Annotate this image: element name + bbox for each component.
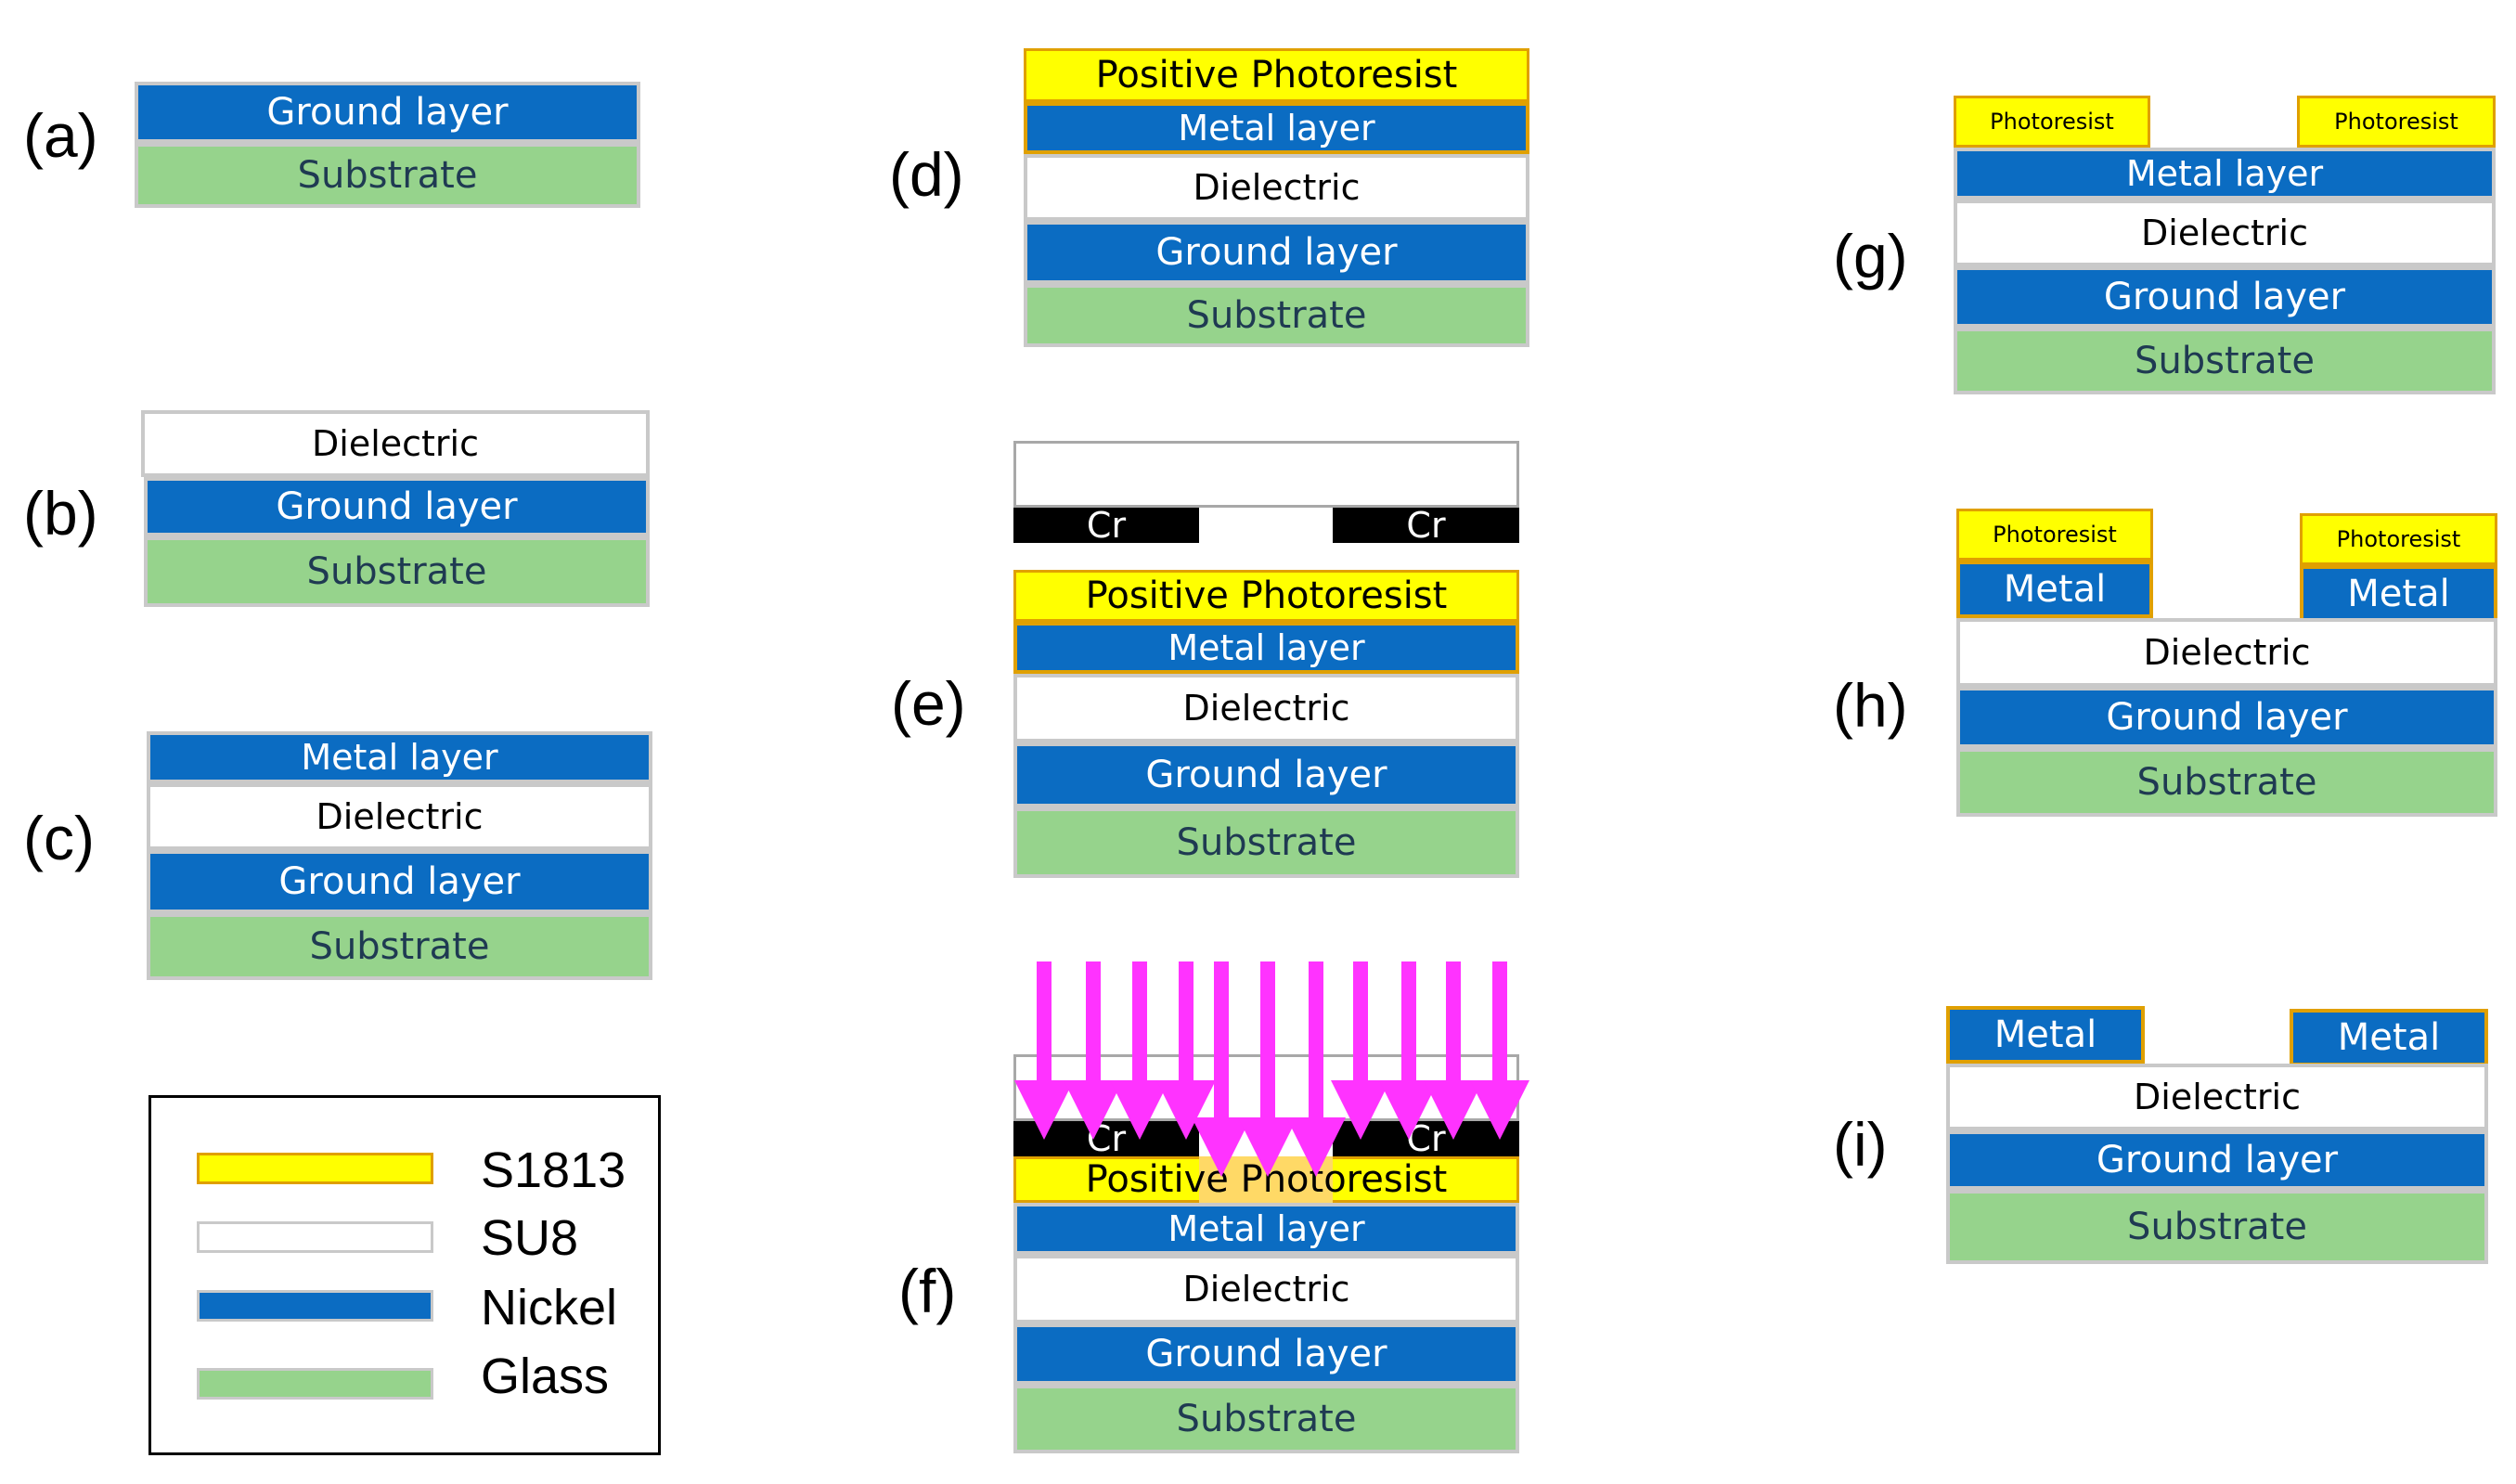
metal-layer-g: Metal layer <box>1954 148 2496 200</box>
metal-layer-d: Metal layer <box>1024 102 1529 154</box>
stage-label-f: (f) <box>898 1257 957 1325</box>
stage-label-i: (i) <box>1833 1110 1888 1179</box>
legend-swatch-glass <box>197 1368 433 1400</box>
ground-layer-f: Ground layer <box>1013 1323 1519 1385</box>
photoresist-pad-left-g: Photoresist <box>1954 96 2150 148</box>
ground-layer-c: Ground layer <box>147 850 652 913</box>
legend-label-su8: SU8 <box>481 1210 579 1266</box>
metal-pad-left-h: Metal <box>1956 561 2153 618</box>
metal-pad-right-h: Metal <box>2300 565 2497 623</box>
dielectric-d: Dielectric <box>1024 154 1529 221</box>
dielectric-c: Dielectric <box>147 783 652 850</box>
substrate-c: Substrate <box>147 913 652 980</box>
legend-swatch-s1813 <box>197 1153 433 1184</box>
ground-layer-g: Ground layer <box>1954 266 2496 328</box>
substrate-a: Substrate <box>135 143 640 208</box>
legend-swatch-nickel <box>197 1290 433 1322</box>
substrate-i: Substrate <box>1946 1190 2488 1264</box>
metal-layer-e: Metal layer <box>1013 622 1519 674</box>
metal-pad-left-i: Metal <box>1946 1006 2145 1064</box>
chrome-pad-right-e: Cr <box>1333 508 1519 543</box>
stage-label-g: (g) <box>1833 222 1908 290</box>
chrome-pad-left-e: Cr <box>1013 508 1199 543</box>
photomask-plate-e <box>1013 441 1519 508</box>
stage-label-h: (h) <box>1833 671 1908 740</box>
substrate-f: Substrate <box>1013 1385 1519 1453</box>
dielectric-e: Dielectric <box>1013 674 1519 742</box>
photoresist-pad-right-g: Photoresist <box>2297 96 2496 148</box>
positive-photoresist-e: Positive Photoresist <box>1013 570 1519 622</box>
legend-label-s1813: S1813 <box>481 1142 626 1198</box>
stage-label-c: (c) <box>23 804 95 872</box>
metal-layer-c: Metal layer <box>147 731 652 783</box>
legend-label-glass: Glass <box>481 1349 610 1404</box>
ground-layer-e: Ground layer <box>1013 742 1519 807</box>
substrate-h: Substrate <box>1956 748 2497 817</box>
stage-label-a: (a) <box>23 101 98 170</box>
dielectric-i: Dielectric <box>1946 1064 2488 1130</box>
stage-label-e: (e) <box>891 669 966 738</box>
substrate-e: Substrate <box>1013 807 1519 878</box>
dielectric-h: Dielectric <box>1956 618 2497 687</box>
photoresist-pad-left-h: Photoresist <box>1956 509 2153 561</box>
photoresist-pad-right-h: Photoresist <box>2300 513 2497 565</box>
stage-label-d: (d) <box>889 140 964 209</box>
dielectric-f: Dielectric <box>1013 1255 1519 1323</box>
positive-photoresist-d: Positive Photoresist <box>1024 48 1529 102</box>
stage-label-b: (b) <box>23 479 98 548</box>
dielectric-b: Dielectric <box>141 410 650 477</box>
substrate-g: Substrate <box>1954 328 2496 394</box>
ground-layer-d: Ground layer <box>1024 221 1529 284</box>
ground-layer-a: Ground layer <box>135 82 640 143</box>
substrate-b: Substrate <box>144 536 650 607</box>
ground-layer-i: Ground layer <box>1946 1130 2488 1190</box>
metal-pad-right-i: Metal <box>2290 1009 2488 1066</box>
ground-layer-h: Ground layer <box>1956 687 2497 748</box>
ground-layer-b: Ground layer <box>144 477 650 536</box>
substrate-d: Substrate <box>1024 284 1529 347</box>
legend-swatch-su8 <box>197 1221 433 1253</box>
metal-layer-f: Metal layer <box>1013 1203 1519 1255</box>
dielectric-g: Dielectric <box>1954 200 2496 266</box>
legend-label-nickel: Nickel <box>481 1280 618 1336</box>
